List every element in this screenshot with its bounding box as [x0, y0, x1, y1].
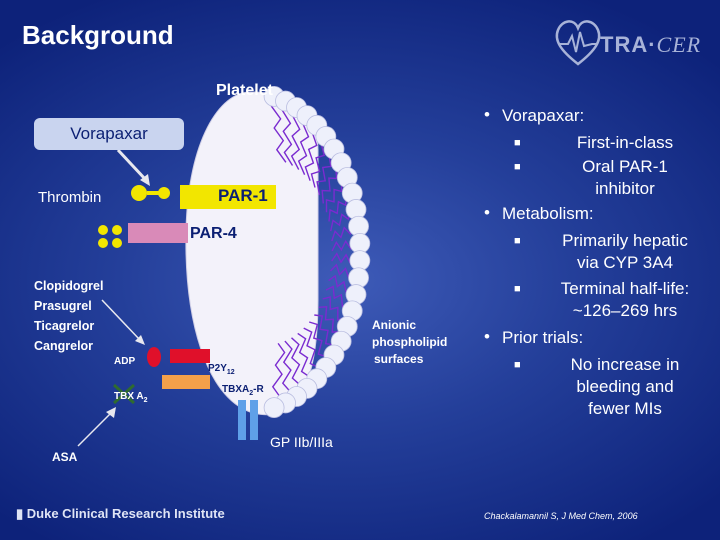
- bullet-dot-icon: •: [484, 327, 490, 346]
- p2y12-receptor: [170, 349, 210, 363]
- square-bullet-icon: ■: [514, 283, 521, 295]
- par4-label: PAR-4: [190, 225, 237, 242]
- adp-label: ADP: [114, 356, 136, 367]
- vorapaxar-arrowhead: [140, 174, 150, 186]
- thrombin-link: [147, 191, 159, 195]
- tbx-x-mark: [112, 383, 136, 405]
- tbx-a2-label: TBX A2: [114, 391, 148, 404]
- par4-ligand-dot: [112, 225, 122, 235]
- heart-logo-icon: [555, 20, 601, 66]
- slide-title: Background: [22, 20, 174, 50]
- gp-iib-iiia-label: GP IIb/IIIa: [270, 434, 333, 450]
- square-bullet-icon: ■: [514, 161, 521, 173]
- bullet-dot-icon: •: [484, 105, 490, 124]
- par4-receptor: [128, 223, 188, 243]
- phospholipid-head: [263, 397, 285, 419]
- p2y12-label: P2Y12: [208, 363, 235, 376]
- vorapaxar-arrow: [116, 148, 148, 182]
- drug-name: Cangrelor: [34, 339, 94, 353]
- bullet-item: •Prior trials:: [484, 327, 584, 347]
- gp-receptor-left: [238, 400, 246, 440]
- platelet-label: Platelet: [216, 82, 273, 99]
- tbxa2-receptor: [162, 375, 210, 389]
- square-bullet-icon: ■: [514, 235, 521, 247]
- phospholipid-beads: [263, 85, 371, 419]
- par1-label: PAR-1: [218, 186, 268, 205]
- anionic-line: phospholipid: [372, 335, 448, 349]
- asa-label: ASA: [52, 450, 78, 464]
- thrombin-dot-2: [158, 187, 170, 199]
- thrombin-label: Thrombin: [38, 189, 102, 206]
- anionic-phospholipid-label: Anionic phospholipid surfaces: [372, 317, 447, 368]
- p2y12-drug-list: Clopidogrel Prasugrel Ticagrelor Cangrel…: [34, 276, 103, 356]
- duke-dcri-logo: ▮ Duke Clinical Research Institute: [16, 506, 225, 521]
- par1-receptor: [180, 185, 276, 209]
- bullet-item: •Vorapaxar:: [484, 105, 585, 125]
- adp-ligand: [147, 347, 161, 367]
- drug-arrow: [101, 299, 141, 341]
- tbxa2-receptor-label: TBXA2-R: [222, 384, 264, 397]
- anionic-line: surfaces: [374, 352, 424, 366]
- thrombin-dot: [131, 185, 147, 201]
- drug-arrowhead: [135, 335, 145, 345]
- citation: Chackalamannil S, J Med Chem, 2006: [484, 511, 638, 521]
- tracer-logo-text: TRA·CER: [600, 32, 702, 57]
- drug-name: Ticagrelor: [34, 319, 95, 333]
- par4-ligand-dot: [112, 238, 122, 248]
- gp-receptor-right: [250, 400, 258, 440]
- square-bullet-icon: ■: [514, 359, 521, 371]
- vorapaxar-box: Vorapaxar: [34, 118, 184, 150]
- asa-arrow: [77, 411, 113, 447]
- drug-name: Clopidogrel: [34, 279, 104, 293]
- bullet-item: •Metabolism:: [484, 203, 594, 223]
- par4-ligand-dot: [98, 225, 108, 235]
- anionic-line: Anionic: [372, 318, 416, 332]
- bullet-dot-icon: •: [484, 203, 490, 222]
- square-bullet-icon: ■: [514, 137, 521, 149]
- par4-ligand-dot: [98, 238, 108, 248]
- asa-arrowhead: [106, 407, 116, 418]
- sub-bullet-item: ■First-in-class: [514, 133, 674, 152]
- drug-name: Prasugrel: [34, 299, 92, 313]
- sub-bullet-item: ■Terminal half-life:~126–269 hrs: [514, 279, 690, 320]
- dcri-mark-icon: ▮: [16, 506, 24, 521]
